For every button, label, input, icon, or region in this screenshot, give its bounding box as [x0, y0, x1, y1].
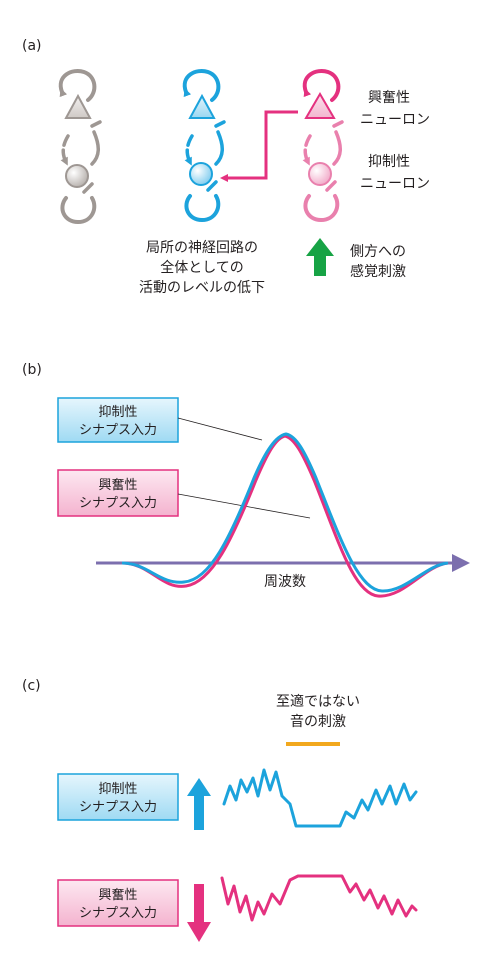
inhibitory-box-c-line-1: 抑制性	[98, 782, 137, 797]
stimulus-up-arrow-icon	[306, 238, 334, 276]
inhibitory-box-c-line-2: シナプス入力	[79, 800, 157, 815]
caption-line-3: 活動のレベルの低下	[139, 280, 265, 296]
inhibitory-box-line-1: 抑制性	[98, 405, 137, 420]
inhibitory-input-box-c	[57, 773, 179, 821]
inhibitory-box-line-2: シナプス入力	[79, 423, 157, 438]
panel-b-label: (b)	[22, 362, 42, 378]
stimulus-c-line-2: 音の刺激	[290, 713, 346, 730]
excitatory-box-line-2: シナプス入力	[79, 496, 157, 511]
excitatory-box-line-1: 興奮性	[98, 478, 137, 493]
stimulus-label-1: 側方への	[350, 244, 406, 260]
excitatory-neuron-label-2: ニューロン	[360, 112, 430, 128]
panel-c-label: (c)	[22, 678, 41, 694]
increase-up-arrow-icon	[187, 778, 211, 830]
inhibitory-input-box	[57, 397, 179, 443]
decrease-down-arrow-icon	[187, 884, 211, 942]
caption-line-2: 全体としての	[160, 259, 244, 276]
frequency-axis-arrow-icon	[452, 554, 470, 572]
excitatory-box-c-line-2: シナプス入力	[79, 906, 157, 921]
caption-line-1: 局所の神経回路の	[146, 240, 258, 256]
excitatory-neuron-label-1: 興奮性	[368, 90, 410, 106]
pink-circuit	[302, 69, 344, 223]
inhibitory-activity-trace	[222, 768, 418, 828]
panel-a-label: (a)	[22, 38, 42, 54]
inhibitory-leader-line	[177, 417, 263, 441]
excitatory-input-box	[57, 469, 179, 517]
inhibitory-neuron-label-2: ニューロン	[360, 176, 430, 192]
excitatory-activity-trace	[220, 874, 418, 922]
excitatory-input-box-c	[57, 879, 179, 927]
inhibitory-neuron-label-1: 抑制性	[368, 154, 410, 170]
inhibitory-tuning-curve	[121, 432, 449, 593]
frequency-axis-label: 周波数	[264, 574, 306, 590]
gray-circuit	[58, 69, 102, 225]
stimulus-c-line-1: 至適ではない	[276, 693, 360, 710]
excitatory-tuning-curve	[121, 434, 449, 598]
blue-circuit	[182, 69, 226, 223]
stimulus-label-2: 感覚刺激	[350, 263, 406, 280]
lateral-inhibition-arrow	[220, 110, 298, 182]
excitatory-box-c-line-1: 興奮性	[98, 888, 137, 903]
